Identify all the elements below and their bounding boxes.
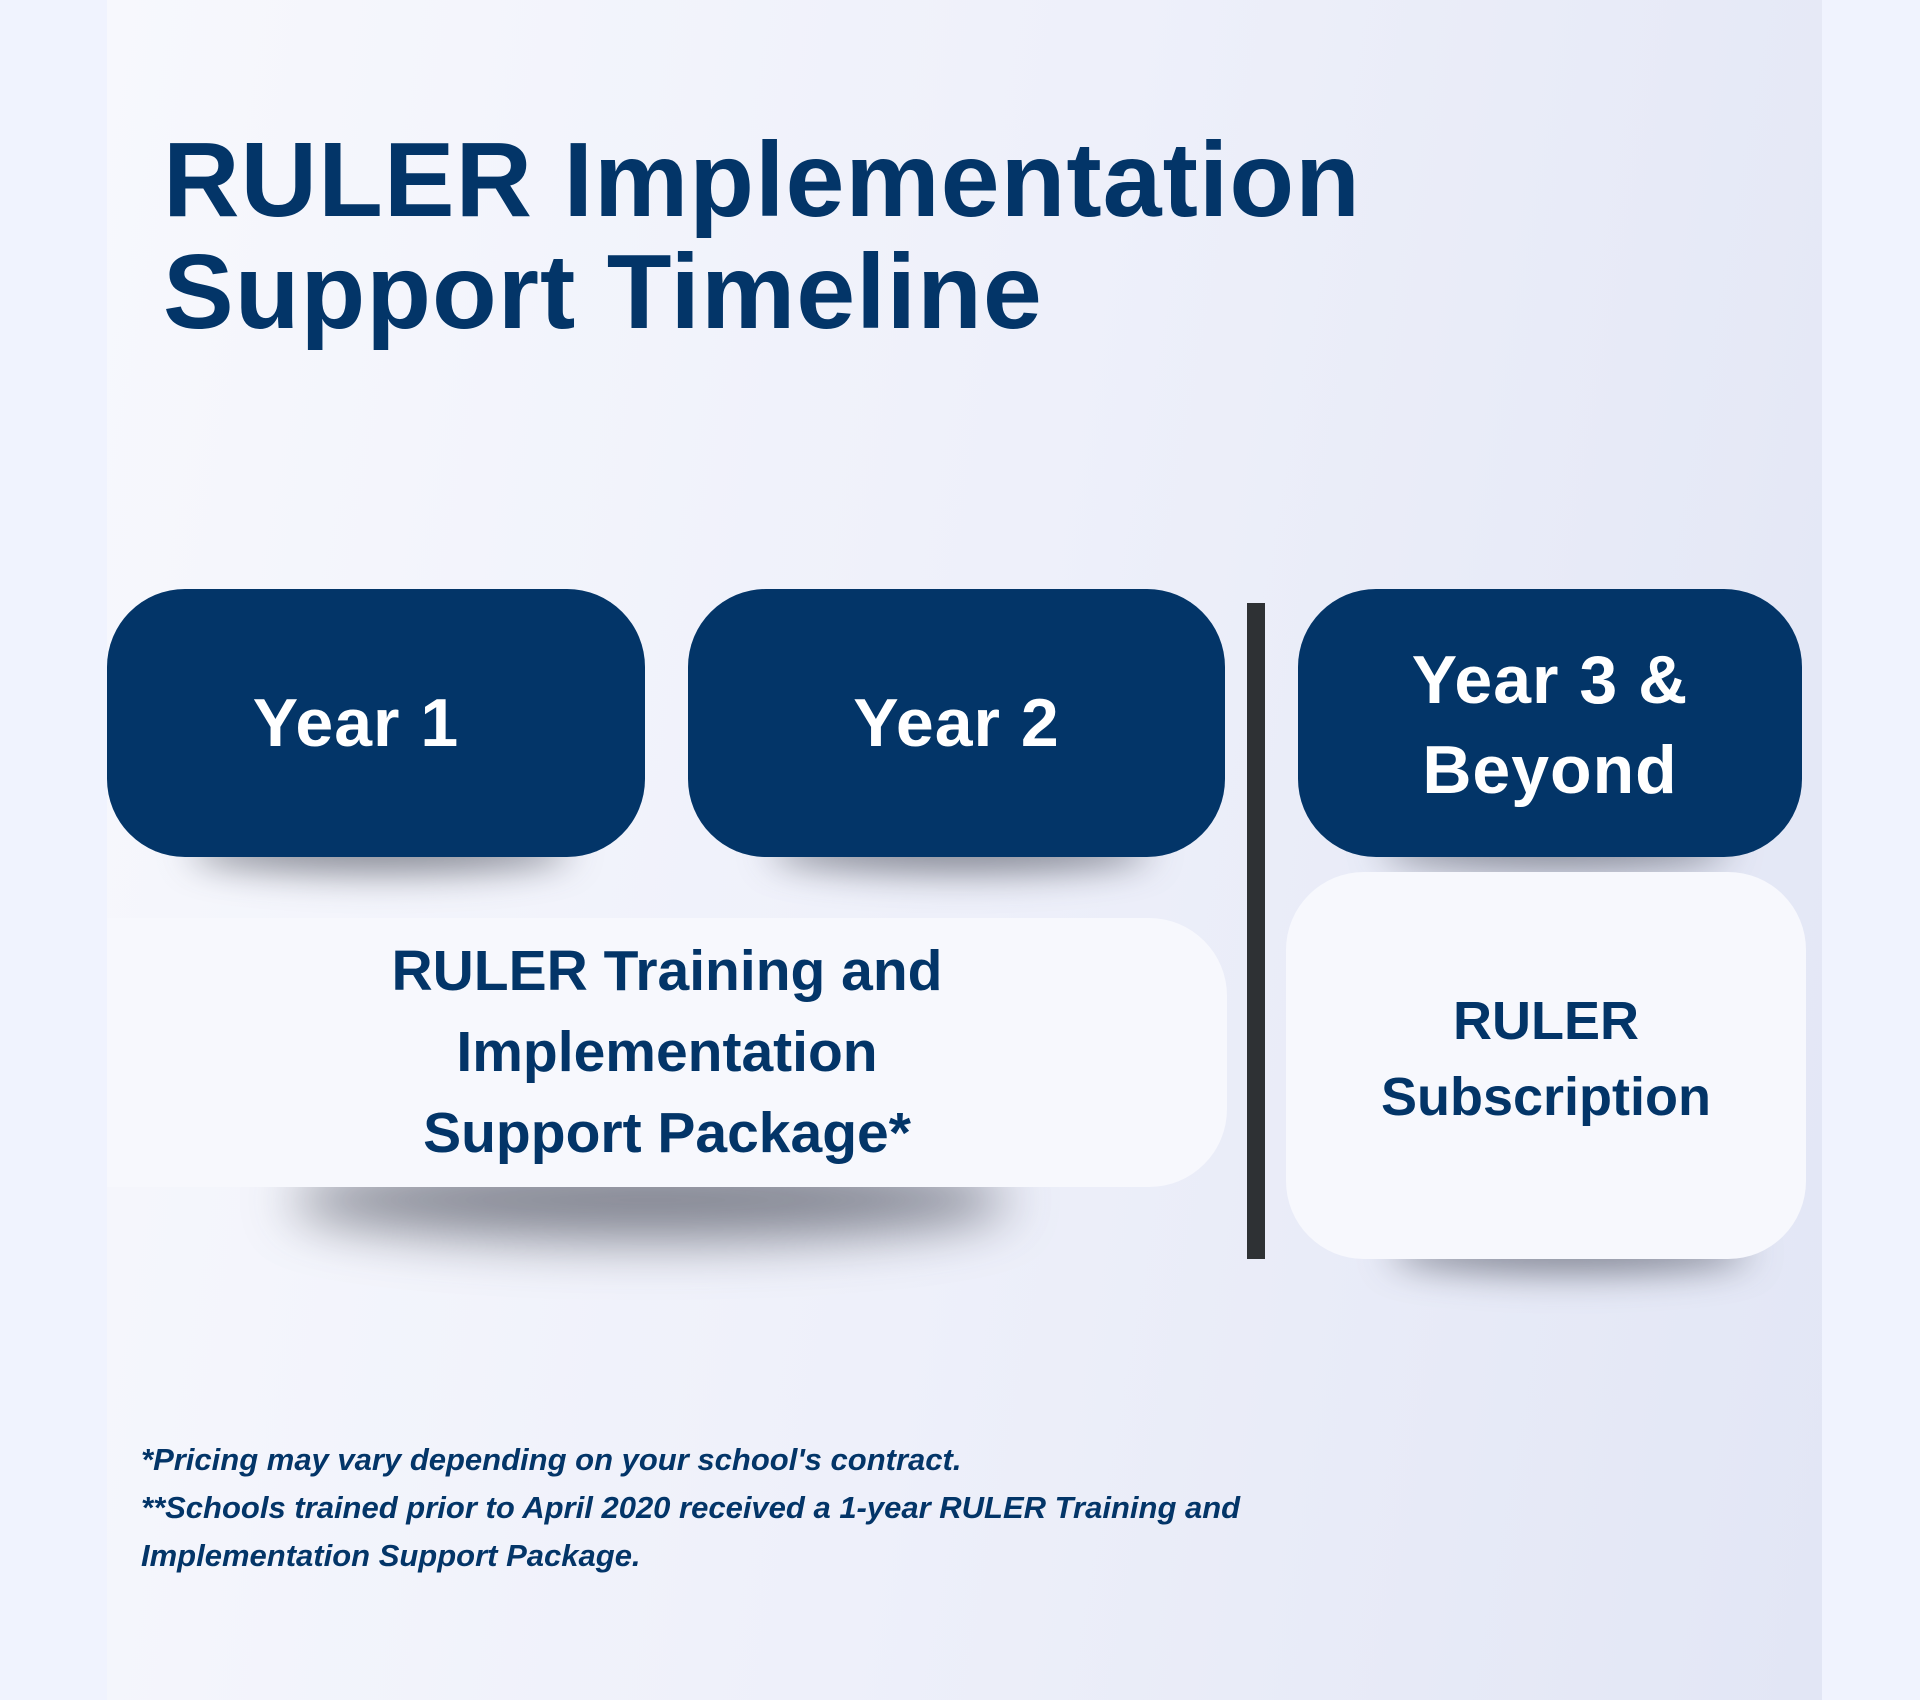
year-3-label-line-2: Beyond bbox=[1422, 732, 1678, 808]
title-line-2: Support Timeline bbox=[163, 233, 1043, 351]
package-line-2: Implementation bbox=[456, 1020, 878, 1084]
timeline-divider bbox=[1247, 603, 1265, 1259]
year-2-pill: Year 2 bbox=[688, 589, 1225, 857]
year-1-pill: Year 1 bbox=[107, 589, 645, 857]
package-line-1: RULER Training and bbox=[391, 939, 943, 1003]
page-title: RULER Implementation Support Timeline bbox=[163, 124, 1361, 348]
year-1-label: Year 1 bbox=[252, 685, 460, 761]
subscription-box: RULER Subscription bbox=[1286, 872, 1806, 1259]
package-line-3: Support Package* bbox=[423, 1101, 911, 1165]
year-3-beyond-pill: Year 3 & Beyond bbox=[1298, 589, 1802, 857]
title-line-1: RULER Implementation bbox=[163, 121, 1361, 239]
footnote-2-line-2: Implementation Support Package. bbox=[141, 1538, 641, 1573]
year-3-label-line-1: Year 3 & bbox=[1411, 642, 1689, 718]
subscription-line-1: RULER bbox=[1453, 990, 1639, 1051]
footnote-2-line-1: **Schools trained prior to April 2020 re… bbox=[141, 1490, 1241, 1525]
year-2-label: Year 2 bbox=[853, 685, 1060, 761]
training-package-box: RULER Training and Implementation Suppor… bbox=[107, 918, 1227, 1187]
footnote-1: *Pricing may vary depending on your scho… bbox=[141, 1442, 962, 1477]
subscription-line-2: Subscription bbox=[1380, 1066, 1711, 1127]
footnotes: *Pricing may vary depending on your scho… bbox=[141, 1436, 1240, 1580]
